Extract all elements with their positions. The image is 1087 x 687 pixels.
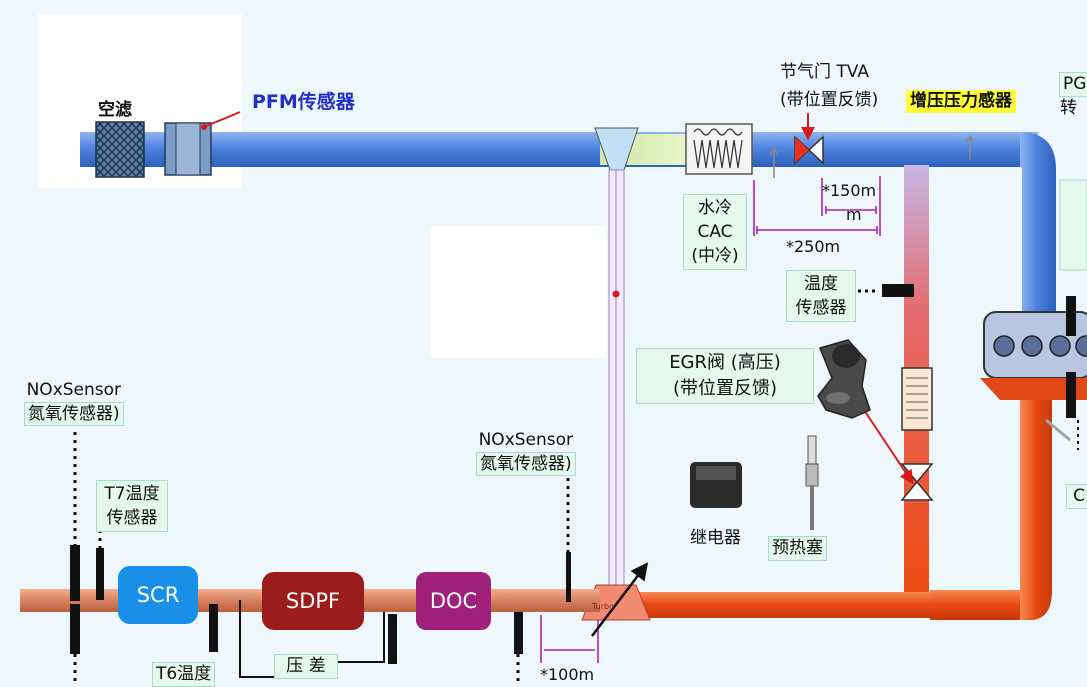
sensor-leaders	[73, 432, 570, 681]
doc-label: DOC	[429, 589, 478, 613]
nox-left-line2: 氮氧传感器)	[24, 402, 124, 426]
cac-label-line3: (中冷)	[691, 246, 739, 266]
throttle-valve	[794, 113, 824, 165]
pressure-diff-lines	[239, 600, 385, 678]
label-c-partial: C	[1066, 484, 1087, 509]
turbo-label: Turbo	[592, 602, 615, 611]
pfm-sensor-label: PFM传感器	[252, 91, 355, 113]
nox-left-line1: NOxSensor	[26, 380, 122, 400]
water-cooled-cac	[685, 123, 753, 175]
intake-pipe	[80, 132, 1056, 320]
boost-sensor-label: 增压压力感器	[906, 90, 1016, 113]
temp-sensor-label-line1: 温度	[804, 274, 838, 294]
nox-sensor-mid-label: NOxSensor 氮氧传感器)	[476, 428, 576, 476]
relay-image	[690, 462, 742, 508]
cac-label-line1: 水冷	[698, 198, 732, 218]
nox-mid-line2: 氮氧传感器)	[476, 452, 576, 476]
glow-plug-label: 预热塞	[768, 536, 827, 561]
sensor-port-marks	[769, 134, 975, 178]
throttle-label-line2: (带位置反馈)	[780, 90, 879, 110]
blank-panel-center	[430, 226, 606, 358]
doc-block	[416, 572, 491, 630]
sdpf-block	[262, 572, 364, 630]
temp-sensor-label: 温度 传感器	[786, 270, 856, 322]
egr-valve-label: EGR阀 (高压) (带位置反馈)	[636, 348, 814, 404]
air-filter-label: 空滤	[98, 100, 132, 120]
t7-sensor-label: T7温度 传感器	[96, 480, 168, 532]
nox-mid-line1: NOxSensor	[478, 430, 574, 450]
pressure-diff-label: 压 差	[274, 654, 338, 679]
t7-line2: 传感器	[106, 508, 158, 528]
t6-sensor-label: T6温度	[152, 662, 216, 687]
scr-block	[118, 566, 198, 624]
pfm-sensor	[164, 111, 241, 176]
pg-label-line2: 转	[1060, 98, 1077, 118]
sensor-plugs	[70, 545, 571, 664]
nox-sensor-left-label: NOxSensor 氮氧传感器)	[24, 378, 124, 426]
dimension-100: *100m	[540, 665, 595, 684]
pg-label-line1: PG	[1059, 72, 1087, 97]
temp-sensor-label-line2: 传感器	[795, 298, 847, 318]
dimension-lines	[540, 176, 881, 663]
egr-label-line1: EGR阀 (高压)	[669, 352, 781, 373]
temp-sensor-marker	[858, 284, 914, 297]
dimension-150-line1: *150m	[822, 181, 877, 200]
cac-label: 水冷 CAC (中冷)	[683, 194, 747, 270]
turbo-shaft	[608, 169, 625, 593]
exhaust-pipe	[620, 396, 1052, 620]
cac-label-line2: CAC	[697, 222, 733, 242]
egr-label-line2: (带位置反馈)	[672, 378, 778, 399]
scr-label: SCR	[136, 583, 180, 607]
dimension-250: *250m	[786, 237, 841, 256]
egr-actuator-image	[817, 339, 871, 419]
relay-label: 继电器	[690, 528, 741, 548]
engine-block	[980, 296, 1087, 450]
label-right-top-partial	[1059, 179, 1087, 271]
sdpf-label: SDPF	[285, 589, 341, 613]
air-filter	[95, 121, 145, 178]
dimension-150-line2: m	[846, 205, 862, 224]
throttle-label-line1: 节气门 TVA	[780, 62, 869, 82]
egr-cooler	[901, 367, 933, 431]
t7-line1: T7温度	[104, 484, 160, 504]
glow-plug-image	[805, 435, 819, 530]
